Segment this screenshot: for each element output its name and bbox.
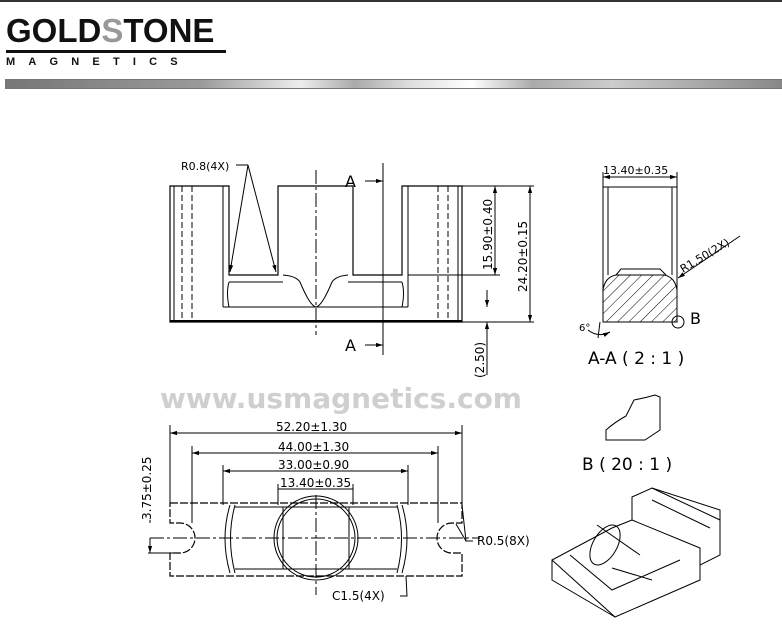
- dim-center-post: 13.40±0.35: [280, 476, 351, 490]
- top-border: [0, 0, 782, 2]
- dim-overall-length: 52.20±1.30: [276, 420, 347, 434]
- dim-notch: 3.75±0.25: [140, 457, 154, 521]
- section-title: A-A ( 2 : 1 ): [588, 349, 684, 369]
- center-post-circle: [276, 498, 356, 578]
- section-label-a-bottom: A: [345, 336, 356, 355]
- logo-subtitle: MAGNETICS: [6, 56, 191, 68]
- dim-inner-length: 44.00±1.30: [278, 440, 349, 454]
- logo-wordmark: GOLDSTONE: [6, 14, 228, 48]
- logo-word-s: S: [101, 12, 124, 49]
- bottom-outline: [169, 502, 463, 577]
- chamfer-note: C1.5(4X): [332, 589, 385, 603]
- section-angle: 6°: [579, 323, 590, 334]
- hatched-section: [602, 274, 678, 323]
- section-radius-note: R1.50(2X): [678, 236, 732, 276]
- bottom-view: [147, 425, 480, 597]
- watermark: www.usmagnetics.com: [160, 382, 522, 415]
- detail-b-marker: [671, 315, 685, 329]
- detail-marker-b: B: [690, 309, 701, 328]
- header-metal-band: [5, 79, 782, 89]
- logo-word-left: GOLD: [6, 12, 102, 49]
- dim-base: (2.50): [473, 342, 487, 378]
- dim-window-height: 15.90±0.40: [481, 199, 495, 270]
- detail-title: B ( 20 : 1 ): [582, 455, 672, 475]
- section-view: [551, 172, 741, 618]
- section-label-a-top: A: [345, 172, 356, 191]
- logo-rule: [6, 50, 226, 53]
- logo-word-right: TONE: [123, 12, 215, 49]
- dim-window-span: 33.00±0.90: [278, 458, 349, 472]
- goldstone-logo: GOLDSTONE MAGNETICS: [6, 14, 228, 70]
- detail-b-profile: [605, 394, 661, 441]
- isometric-view: [551, 487, 721, 618]
- front-view: [169, 163, 534, 375]
- front-radius-note: R0.8(4X): [181, 160, 229, 173]
- section-dim-width: 13.40±0.35: [603, 164, 668, 177]
- dim-total-height: 24.20±0.15: [516, 221, 530, 292]
- bottom-radius-note: R0.5(8X): [477, 534, 530, 548]
